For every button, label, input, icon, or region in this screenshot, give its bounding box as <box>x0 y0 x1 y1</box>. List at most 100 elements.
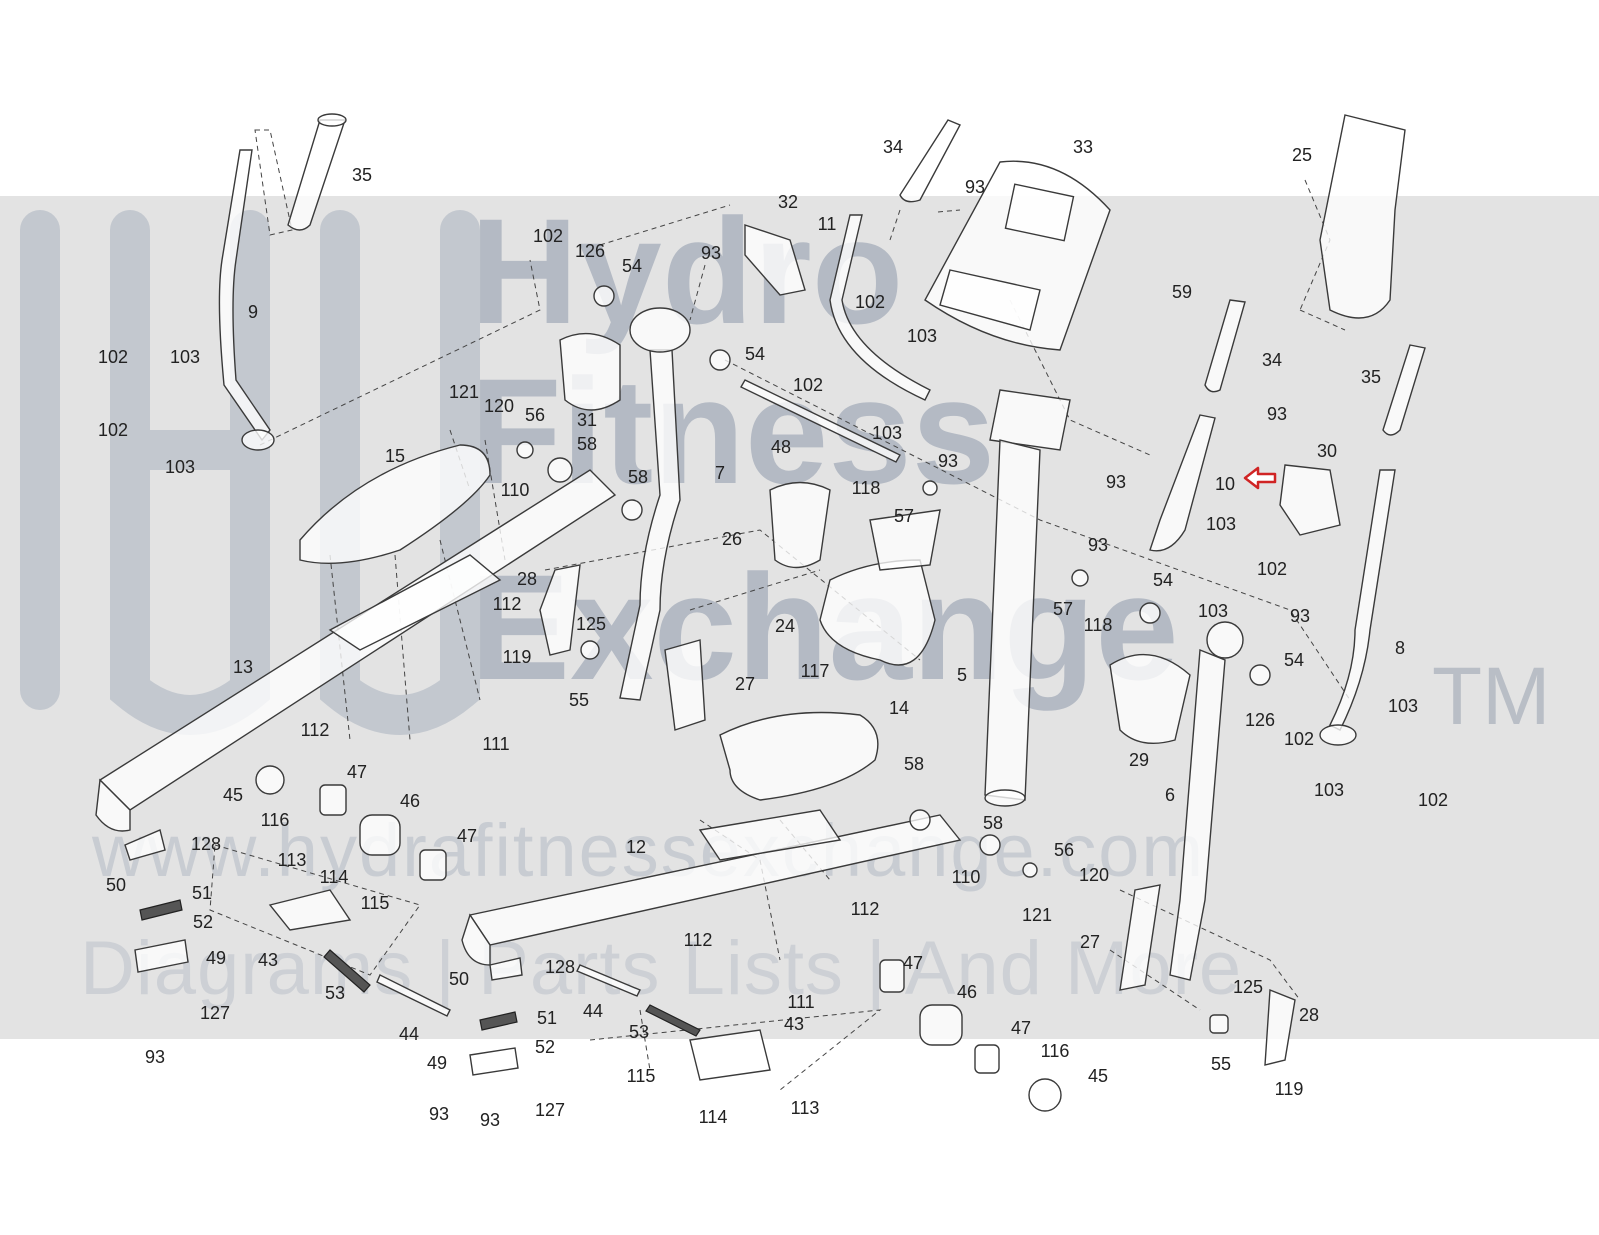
part-34b-grip <box>1204 299 1246 393</box>
part-48-axle <box>740 379 901 463</box>
part-30-cover <box>1279 464 1341 536</box>
pivot-assembly-left <box>255 765 451 1017</box>
part-label: 93 <box>1105 472 1127 492</box>
part-label: 53 <box>628 1022 650 1042</box>
part-label: 30 <box>1316 441 1338 461</box>
part-label: 50 <box>448 969 470 989</box>
part-label: 112 <box>850 899 880 919</box>
part-35b-grip <box>1382 344 1426 436</box>
part-label: 49 <box>205 948 227 968</box>
part-label: 49 <box>426 1053 448 1073</box>
part-label: 43 <box>783 1014 805 1034</box>
part-5-mast <box>984 389 1071 807</box>
part-label: 34 <box>1261 350 1283 370</box>
part-label: 45 <box>222 785 244 805</box>
part-label: 117 <box>800 661 830 681</box>
part-26-bottle-holder <box>769 481 831 569</box>
part-label: 102 <box>97 347 129 367</box>
part-label: 52 <box>534 1037 556 1057</box>
part-label: 51 <box>191 883 213 903</box>
part-11-handlebar <box>829 214 931 401</box>
part-label: 57 <box>893 506 915 526</box>
part-6-arm <box>1169 648 1226 981</box>
highlight-arrow-icon <box>1243 466 1277 490</box>
part-label: 102 <box>532 226 564 246</box>
part-label: 126 <box>1244 710 1276 730</box>
part-label: 125 <box>575 614 607 634</box>
part-label: 25 <box>1291 145 1313 165</box>
part-label: 103 <box>1205 514 1237 534</box>
part-label: 116 <box>260 810 290 830</box>
part-32-cover <box>744 224 806 296</box>
part-label: 115 <box>626 1066 656 1086</box>
part-label: 48 <box>770 437 792 457</box>
part-label: 44 <box>582 1001 604 1021</box>
part-label: 56 <box>524 405 546 425</box>
part-label: 12 <box>625 837 647 857</box>
part-label: 53 <box>324 983 346 1003</box>
part-label: 15 <box>384 446 406 466</box>
part-label: 103 <box>1387 696 1419 716</box>
part-label: 118 <box>851 478 881 498</box>
part-label: 8 <box>1394 638 1406 658</box>
part-label: 59 <box>1171 282 1193 302</box>
part-label: 6 <box>1164 785 1176 805</box>
part-label: 102 <box>854 292 886 312</box>
part-label: 56 <box>1053 840 1075 860</box>
part-34-grip <box>899 119 961 203</box>
part-label: 44 <box>398 1024 420 1044</box>
part-label: 55 <box>1210 1054 1232 1074</box>
part-label: 102 <box>1417 790 1449 810</box>
part-label: 28 <box>1298 1005 1320 1025</box>
watermark-tagline: Diagrams | Parts Lists | And More <box>80 926 1243 1011</box>
part-label: 103 <box>1197 601 1229 621</box>
part-label: 47 <box>346 762 368 782</box>
part-label: 50 <box>105 875 127 895</box>
part-label: 51 <box>536 1008 558 1028</box>
part-label: 126 <box>574 241 606 261</box>
part-label: 103 <box>871 423 903 443</box>
part-label: 110 <box>951 867 981 887</box>
part-label: 54 <box>621 256 643 276</box>
part-label: 93 <box>428 1104 450 1124</box>
part-label: 54 <box>1283 650 1305 670</box>
part-label: 14 <box>888 698 910 718</box>
part-27b-cover <box>1119 884 1161 991</box>
pivot-assembly-right <box>576 809 1229 1112</box>
part-label: 93 <box>964 177 986 197</box>
part-label: 128 <box>544 957 576 977</box>
part-label: 32 <box>777 192 799 212</box>
part-label: 9 <box>247 302 259 322</box>
part-label: 102 <box>792 375 824 395</box>
part-label: 114 <box>319 867 349 887</box>
part-label: 7 <box>714 463 726 483</box>
part-label: 55 <box>568 690 590 710</box>
part-label: 52 <box>192 912 214 932</box>
part-label: 57 <box>1052 599 1074 619</box>
part-label: 47 <box>902 953 924 973</box>
part-label: 43 <box>257 950 279 970</box>
part-label: 112 <box>683 930 713 950</box>
part-label: 103 <box>169 347 201 367</box>
part-label: 31 <box>576 410 598 430</box>
part-label: 120 <box>1078 865 1110 885</box>
part-label: 27 <box>1079 932 1101 952</box>
part-35-grip <box>287 113 347 231</box>
part-label: 111 <box>787 992 815 1012</box>
part-label: 102 <box>97 420 129 440</box>
part-label: 102 <box>1283 729 1315 749</box>
part-28b-cover <box>1264 988 1296 1066</box>
part-label: 102 <box>1256 559 1288 579</box>
part-label: 113 <box>790 1098 820 1118</box>
bearings-misc <box>516 285 1271 878</box>
part-label: 35 <box>1360 367 1382 387</box>
part-label: 114 <box>698 1107 728 1127</box>
part-label: 58 <box>982 813 1004 833</box>
part-label: 5 <box>956 665 968 685</box>
part-31-cover <box>559 332 621 411</box>
part-label: 121 <box>448 382 480 402</box>
part-label: 58 <box>627 467 649 487</box>
part-label: 128 <box>190 834 222 854</box>
part-label: 33 <box>1072 137 1094 157</box>
